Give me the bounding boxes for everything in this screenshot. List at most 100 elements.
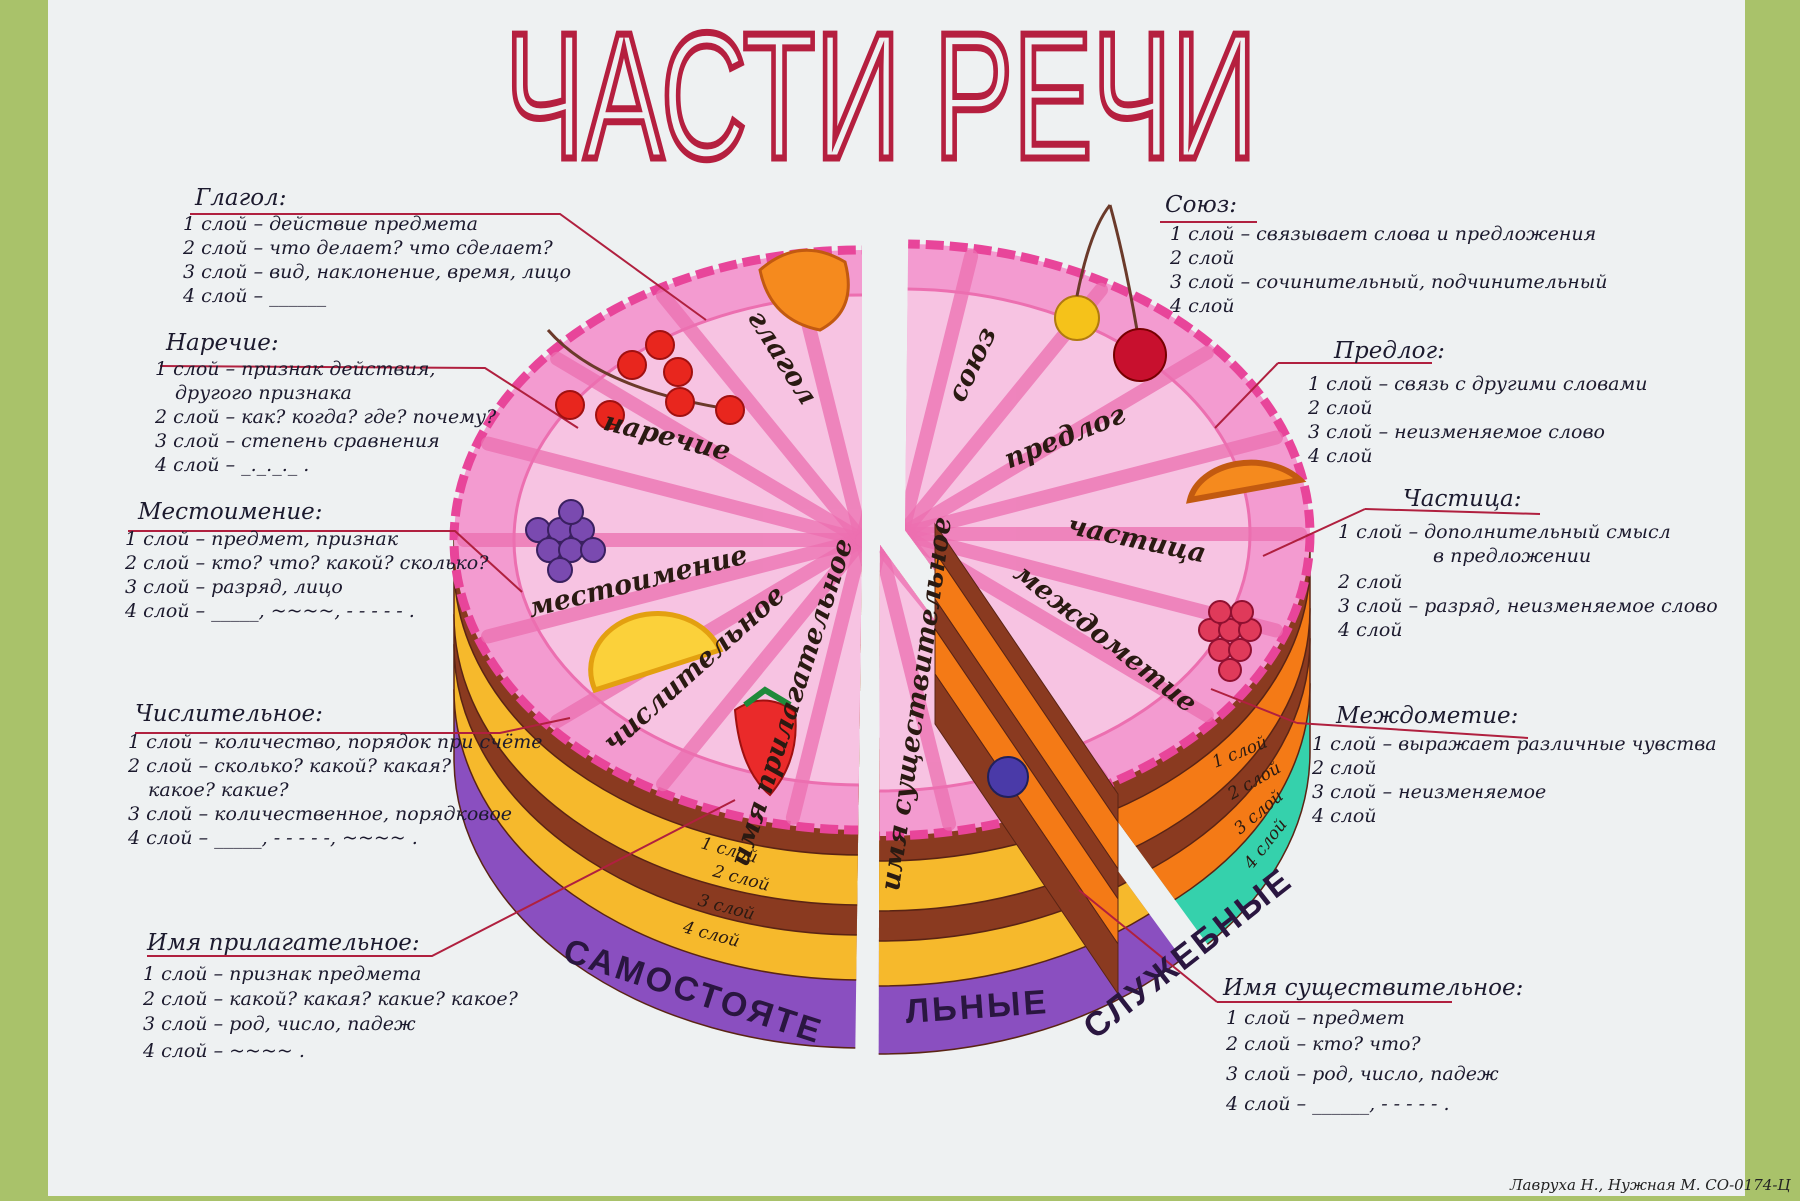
annotation-line: 3 слой – разряд, неизменяемое слово (1338, 595, 1718, 617)
currant-icon (645, 330, 675, 360)
leader-lines (128, 213, 1541, 1003)
annotation-block: Имя прилагательное: 1 слой – признак пред… (142, 930, 519, 1062)
annotation-line: 4 слой (1169, 295, 1235, 317)
currant-icon (663, 357, 693, 387)
annotation-line: 2 слой (1337, 571, 1403, 593)
leader-line (1364, 508, 1541, 515)
yellow-cherry-icon (1054, 295, 1100, 341)
cream-ridge (550, 351, 862, 547)
blueberry-icon (987, 756, 1029, 798)
cream-ridge (550, 533, 862, 729)
annotation-heading: Глагол: (194, 185, 286, 211)
annotation-line: 2 слой (1169, 247, 1235, 269)
annotation-heading: Имя прилагательное: (146, 930, 420, 956)
annotation-line: 1 слой – предмет (1226, 1007, 1405, 1029)
leader-line (1214, 362, 1279, 429)
lemon-slice-icon (588, 610, 724, 694)
annotation-heading: Союз: (1165, 192, 1237, 218)
annotation-line: 2 слой – кто? что? какой? сколько? (124, 552, 489, 574)
annotation-line: 4 слой – _._._._ . (154, 454, 309, 476)
annotation-line: 3 слой – степень сравнения (155, 430, 440, 452)
grape-icon (558, 499, 584, 525)
annotation-line: в предложении (1433, 545, 1591, 567)
signature: Лавруха Н., Нужная М. СО-0174-Ц (1509, 1176, 1791, 1194)
raspberry-icon (1230, 600, 1254, 624)
poster-title: ЧАСТИ РЕЧИ (505, 0, 1257, 197)
annotation-line: 1 слой – признак предмета (143, 963, 421, 985)
annotation-line: 2 слой – что делает? что сделает? (182, 237, 554, 259)
annotation-line: 1 слой – признак действия, (155, 358, 435, 380)
leader-line (147, 799, 736, 957)
annotation-heading: Частица: (1403, 486, 1522, 512)
annotation-line: 3 слой – неизменяемое слово (1308, 421, 1605, 443)
leader-line (159, 365, 579, 429)
leader-line (135, 717, 571, 734)
annotation-block: Наречие:1 слой – признак действия,другог… (154, 330, 497, 476)
red-cherry-icon (1113, 328, 1167, 382)
annotation-line: 4 слой (1311, 805, 1377, 827)
currant-stem-icon (546, 329, 736, 412)
annotation-line: 3 слой – количественное, порядковое (128, 803, 512, 825)
annotation-block: Союз: 1 слой – связывает слова и предложе… (1165, 192, 1607, 317)
annotation-line: 4 слой (1337, 619, 1403, 641)
annotation-heading: Числительное: (135, 701, 323, 727)
annotation-line: 3 слой – разряд, лицо (125, 576, 343, 598)
cream-ridge (656, 533, 862, 792)
currant-icon (555, 390, 585, 420)
grape-icon (547, 557, 573, 583)
annotation-line: 4 слой – ______, - - - - - . (1225, 1093, 1450, 1115)
annotation-line: другого признака (175, 382, 352, 404)
annotation-heading: Наречие: (165, 330, 279, 356)
currant-icon (617, 350, 647, 380)
raspberry-icon (1208, 638, 1232, 662)
cream-ridge (905, 430, 1283, 541)
annotation-line: 4 слой – _____, ~~~~, - - - - - . (124, 600, 415, 622)
annotation-line: 4 слой (1307, 445, 1373, 467)
currant-icon (665, 387, 695, 417)
annotation-line: 1 слой – действие предмета (183, 213, 478, 235)
annotation-line: 2 слой – сколько? какой? какая? (127, 755, 452, 777)
annotation-heading: Имя существительное: (1222, 975, 1523, 1001)
annotation-line: 1 слой – предмет, признак (125, 528, 399, 550)
annotation-block: Междометие: 1 слой – выражает различные ч… (1311, 703, 1717, 827)
currant-icon (715, 395, 745, 425)
currant-icon (595, 400, 625, 430)
annotation-line: 1 слой – связывает слова и предложения (1170, 223, 1596, 245)
annotation-line: 1 слой – выражает различные чувства (1312, 733, 1717, 755)
annotation-line: 3 слой – сочинительный, подчинительный (1170, 271, 1607, 293)
cream-ridge (905, 345, 1214, 541)
cream-ridge (878, 545, 957, 831)
cherry-stem-icon (1075, 204, 1139, 331)
cut-face-layer (934, 672, 1119, 996)
annotation-line: 3 слой – вид, наклонение, время, лицо (183, 261, 571, 283)
annotation-line: 1 слой – количество, порядок при счёте (128, 731, 542, 753)
cream-ridge (481, 533, 862, 644)
annotation-line: 4 слой – ~~~~ . (142, 1040, 305, 1062)
raspberry-icon (1208, 600, 1232, 624)
annotation-block: Числительное: 1 слой – количество, порядо… (127, 701, 542, 849)
leader-line (190, 213, 707, 321)
annotation-line: 3 слой – неизменяемое (1312, 781, 1546, 803)
annotation-line: 2 слой (1307, 397, 1373, 419)
annotation-line: 4 слой – _____, - - - - -, ~~~~ . (127, 827, 418, 849)
annotation-line: 4 слой – ______ (182, 285, 327, 307)
annotation-block: Предлог:1 слой – связь с другими словами… (1307, 338, 1647, 467)
annotation-line: 2 слой – кто? что? (1225, 1033, 1421, 1055)
leader-line (1296, 722, 1529, 739)
leader-line (1210, 688, 1298, 724)
cream-ridge (785, 533, 862, 825)
annotation-line: какое? какие? (148, 779, 289, 801)
strawberry-leaf-icon (743, 686, 792, 708)
annotation-line: 1 слой – связь с другими словами (1308, 373, 1647, 395)
annotation-heading: Междометие: (1335, 703, 1518, 729)
orange-slice-icon (1186, 459, 1307, 504)
strawberry-icon (733, 699, 797, 797)
annotation-line: 2 слой – как? когда? где? почему? (154, 406, 497, 428)
raspberry-icon (1218, 658, 1242, 682)
annotation-line: 3 слой – род, число, падеж (1226, 1063, 1499, 1085)
